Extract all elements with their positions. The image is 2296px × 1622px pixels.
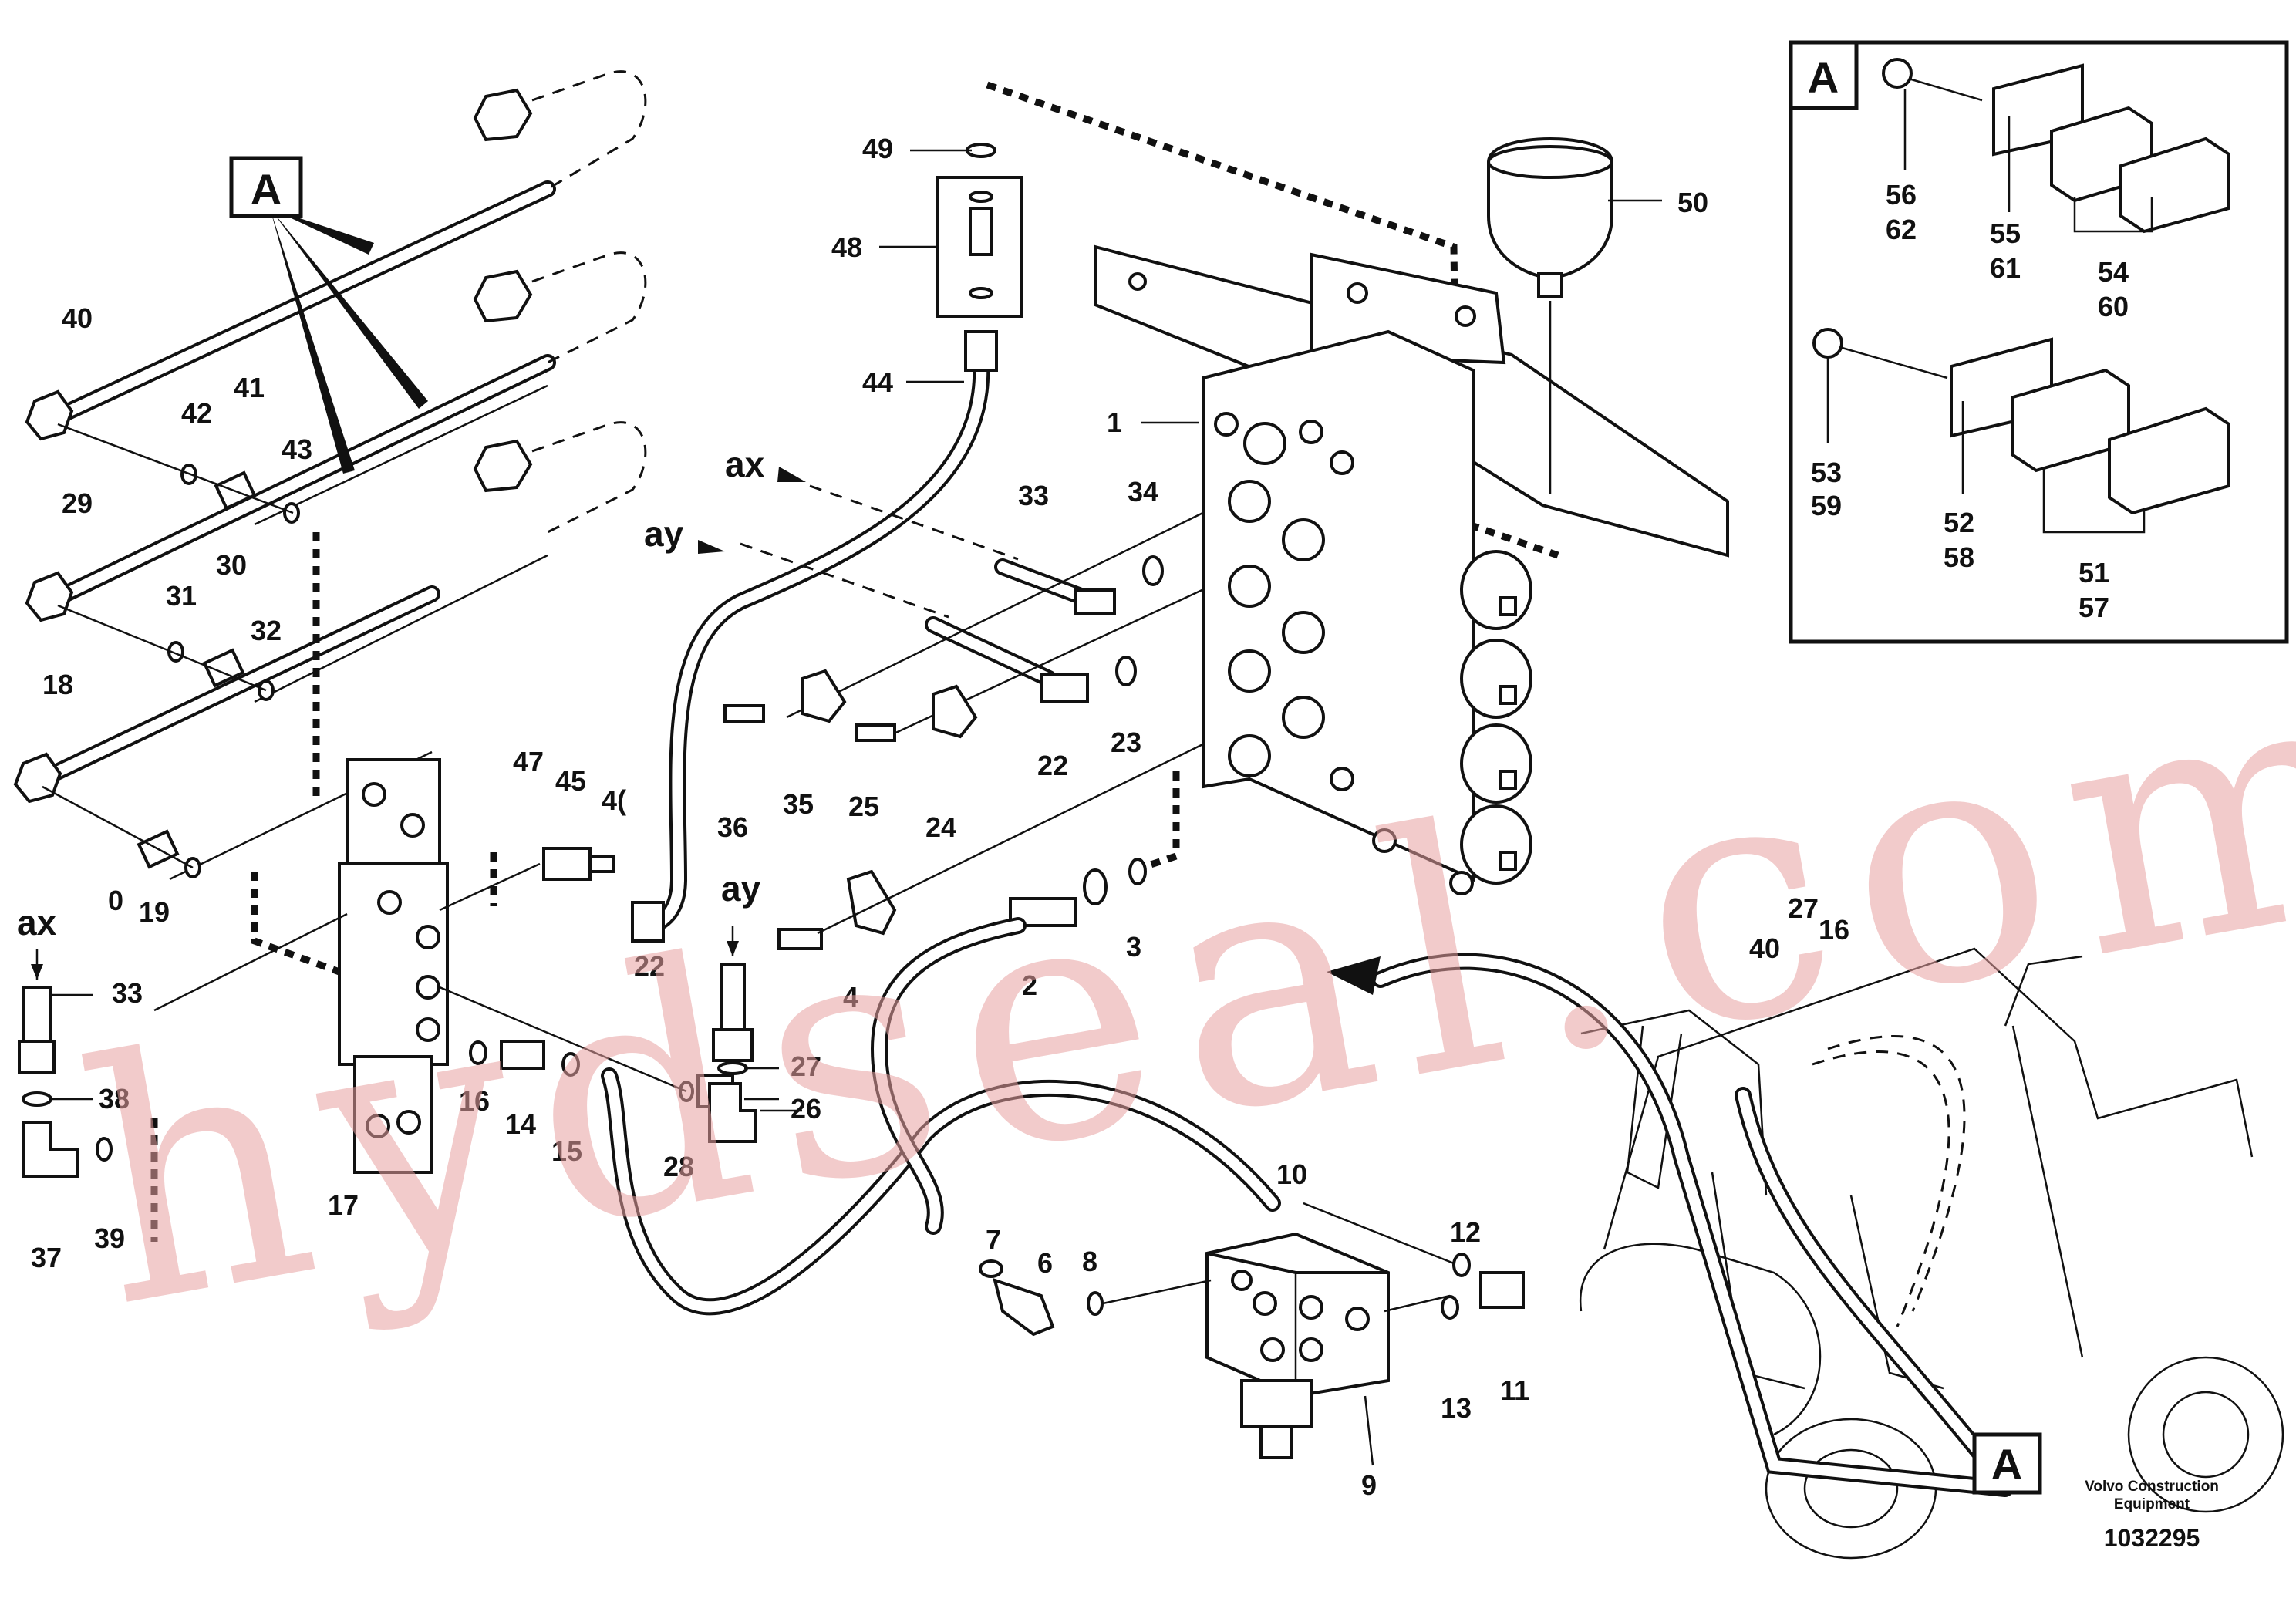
reference-box-bottom: A <box>1972 1432 2042 1495</box>
callout-45: 45 <box>555 765 586 797</box>
callout-10: 10 <box>1276 1158 1307 1190</box>
callout-6: 6 <box>1037 1247 1053 1279</box>
reference-box-left: A <box>229 156 303 218</box>
callout-24: 24 <box>925 811 956 843</box>
callout-34: 34 <box>1128 476 1158 508</box>
callout-39: 39 <box>94 1222 125 1254</box>
callout-50: 50 <box>1677 187 1708 218</box>
document-number: 1032295 <box>2104 1524 2200 1552</box>
callout-25: 25 <box>848 791 879 822</box>
valve-feed-hoses <box>723 484 1219 742</box>
callout-59: 59 <box>1811 490 1842 521</box>
callout-55: 55 <box>1990 218 2021 249</box>
callout-14: 14 <box>505 1108 536 1140</box>
callout-56: 56 <box>1886 179 1917 211</box>
left-fitting-stack <box>18 949 113 1178</box>
callout-54: 54 <box>2098 256 2129 288</box>
callout-12: 12 <box>1450 1216 1481 1248</box>
callout-16b: 16 <box>1819 914 1849 946</box>
callout-4: 4 <box>843 981 858 1013</box>
callout-3: 3 <box>1126 931 1141 963</box>
svg-text:A: A <box>1808 53 1839 102</box>
upper-block-fittings <box>439 847 615 912</box>
brand-line-2: Equipment <box>2114 1496 2190 1512</box>
callout-46: 4( <box>602 784 626 816</box>
callout-60: 60 <box>2098 291 2129 322</box>
detail-inset <box>1789 40 2289 644</box>
flow-label-ay-top: ay <box>644 514 684 554</box>
flow-label-ay-center: ay <box>721 868 761 909</box>
callout-15: 15 <box>551 1135 582 1167</box>
main-control-valve <box>1094 244 1729 895</box>
svg-text:A: A <box>1991 1440 2022 1489</box>
callout-33b: 33 <box>1018 480 1049 511</box>
callout-40a: 40 <box>62 302 93 334</box>
callout-1: 1 <box>1107 406 1122 438</box>
callout-18: 18 <box>42 669 73 700</box>
callout-57: 57 <box>2079 592 2109 623</box>
callout-16a: 16 <box>459 1085 490 1117</box>
callout-44: 44 <box>862 366 893 398</box>
callout-11: 11 <box>1500 1374 1529 1406</box>
callout-52: 52 <box>1944 507 1974 538</box>
callout-40b: 40 <box>1749 932 1780 964</box>
callout-30: 30 <box>216 549 247 581</box>
callout-13: 13 <box>1441 1392 1472 1424</box>
reference-box-inset: A <box>1808 53 1839 102</box>
watermark-text: hydseal.com <box>60 595 2296 1381</box>
callout-41: 41 <box>234 372 265 403</box>
callout-62: 62 <box>1886 214 1917 245</box>
left-hose-bundle <box>13 70 647 881</box>
callout-38: 38 <box>99 1083 130 1114</box>
callout-42: 42 <box>181 397 212 429</box>
callout-43: 43 <box>282 433 312 465</box>
callout-20: 0 <box>108 885 123 916</box>
callout-29: 29 <box>62 487 93 519</box>
pilot-valve <box>1102 1202 1458 1459</box>
callout-8: 8 <box>1082 1246 1097 1277</box>
callout-28: 28 <box>663 1151 694 1182</box>
callout-26: 26 <box>791 1093 821 1125</box>
callout-27a: 27 <box>791 1050 821 1082</box>
svg-text:A: A <box>251 165 282 214</box>
pilot-valve-fittings <box>979 1253 1525 1337</box>
callout-19: 19 <box>139 896 170 928</box>
callout-2: 2 <box>1022 969 1037 1001</box>
flow-label-ax-top: ax <box>725 444 765 484</box>
callout-27b: 27 <box>1788 892 1819 924</box>
callout-37: 37 <box>31 1242 62 1273</box>
brand-line-1: Volvo Construction <box>2085 1479 2219 1495</box>
lower-valve-line <box>777 735 1219 1235</box>
flow-label-ax-left: ax <box>17 902 57 943</box>
callout-numbers: 40 42 41 43 29 31 30 32 18 0 19 33 38 37… <box>31 133 2129 1501</box>
callout-51: 51 <box>2079 557 2109 588</box>
callout-31: 31 <box>166 580 197 612</box>
callout-36: 36 <box>717 811 748 843</box>
callout-33a: 33 <box>112 977 143 1009</box>
callout-23: 23 <box>1111 727 1141 758</box>
callout-49: 49 <box>862 133 893 164</box>
callout-17: 17 <box>328 1189 359 1221</box>
accumulator <box>1487 137 1613 494</box>
callout-61: 61 <box>1990 252 2021 284</box>
callout-32: 32 <box>251 615 282 646</box>
callout-47: 47 <box>513 746 544 777</box>
callout-22a: 22 <box>634 950 665 982</box>
callout-leaders <box>52 89 2153 1466</box>
callout-9: 9 <box>1361 1469 1377 1501</box>
distribution-block <box>150 532 449 1242</box>
callout-58: 58 <box>1944 541 1974 573</box>
callout-7: 7 <box>986 1224 1001 1256</box>
callout-22b: 22 <box>1037 750 1068 781</box>
callout-35: 35 <box>783 788 814 820</box>
loader-machine-sketch <box>1327 947 2284 1560</box>
callout-53: 53 <box>1811 457 1842 488</box>
callout-48: 48 <box>831 231 862 263</box>
